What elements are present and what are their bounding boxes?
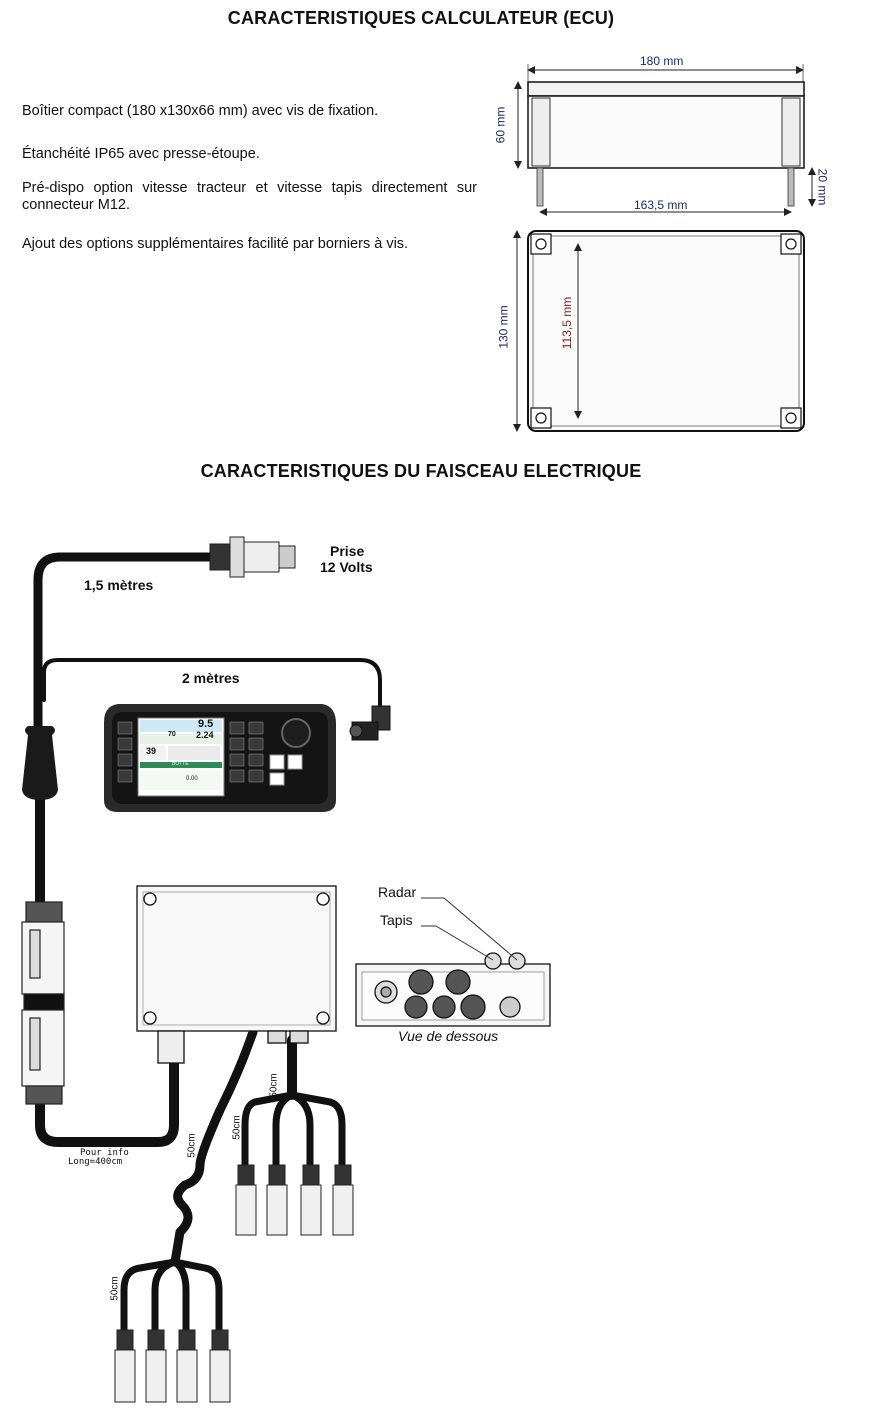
dim-width-label: 180 mm	[640, 54, 684, 68]
info-length-label: Long=400cm	[68, 1157, 123, 1167]
cable-length-2: 2 mètres	[182, 670, 240, 686]
spec-ip65: Étanchéité IP65 avec presse-étoupe.	[22, 146, 260, 162]
sensor-connectors-upper	[235, 1164, 354, 1236]
sensor-connectors-lower	[114, 1329, 231, 1403]
m12-connector-icon	[349, 705, 391, 741]
length-label-d: 50cm	[109, 1276, 121, 1301]
display-terminal-icon	[104, 704, 336, 812]
inline-connector-icon	[21, 901, 65, 1105]
display-value-totals: 0.00	[186, 776, 198, 782]
ecu-bottom-view-icon	[355, 952, 551, 1027]
section-title-harness: CARACTERISTIQUES DU FAISCEAU ELECTRIQUE	[200, 461, 642, 481]
ecu-box-icon	[136, 885, 337, 1064]
plug-label: Prise	[330, 543, 365, 559]
spec-options: Ajout des options supplémentaires facili…	[22, 236, 409, 252]
spec-housing: Boîtier compact (180 x130x66 mm) avec vi…	[22, 103, 379, 119]
power-plug-icon	[209, 536, 296, 578]
plug-voltage-label: 12 Volts	[320, 559, 373, 575]
display-value-speed: 9.5	[198, 718, 214, 730]
display-value-width: 2.24	[196, 730, 214, 740]
display-value-count: 39	[146, 746, 157, 756]
ecu-side-view	[514, 64, 816, 216]
cable-length-1: 1,5 mètres	[84, 577, 154, 593]
dim-spacing-label: 163,5 mm	[634, 198, 688, 212]
display-status: BOTTE	[172, 761, 189, 767]
callout-lines	[421, 897, 518, 961]
bottom-view-label: Vue de dessous	[398, 1028, 499, 1044]
display-value-rate: 70	[168, 731, 176, 738]
page-title: CARACTERISTIQUES CALCULATEUR (ECU)	[227, 8, 615, 28]
info-label: Pour info	[80, 1148, 129, 1158]
ecu-top-view	[513, 230, 805, 432]
length-label-a: 50cm	[268, 1073, 280, 1098]
length-label-b: 50cm	[231, 1115, 243, 1140]
length-label-c: 50cm	[186, 1133, 198, 1158]
tapis-label: Tapis	[380, 912, 413, 928]
radar-label: Radar	[378, 884, 417, 900]
cable-joint-icon	[22, 726, 58, 800]
spec-m12: Pré-dispo option vitesse tracteur et vit…	[22, 180, 477, 213]
